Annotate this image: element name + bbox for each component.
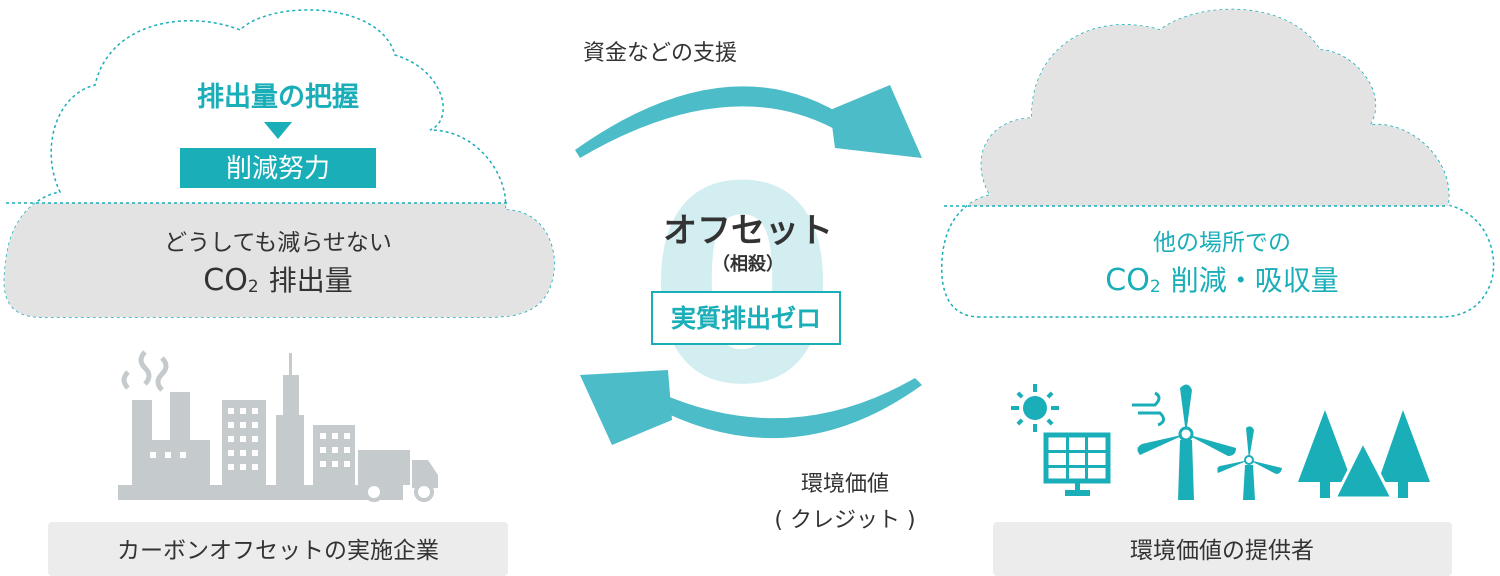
forest-icon bbox=[1298, 410, 1430, 500]
wind-turbine-small-icon bbox=[1217, 426, 1282, 500]
down-triangle-icon bbox=[264, 122, 292, 139]
bottom-arrow bbox=[580, 370, 922, 445]
reduction-effort-box bbox=[180, 148, 376, 188]
unavoidable-text: どうしても減らせない bbox=[164, 230, 392, 256]
top-arrow bbox=[575, 85, 922, 158]
right-cloud bbox=[940, 8, 1495, 318]
big-zero: 0 bbox=[648, 129, 836, 444]
wind-icon bbox=[1132, 391, 1165, 427]
net-zero-box bbox=[651, 291, 841, 345]
funding-support-label: 資金などの支援 bbox=[583, 41, 737, 66]
provider-label-box bbox=[993, 522, 1452, 576]
sun-icon bbox=[1011, 384, 1059, 432]
left-cloud bbox=[3, 9, 555, 318]
provider-label: 環境価値の提供者 bbox=[1130, 538, 1314, 564]
building-windows bbox=[150, 408, 350, 470]
offset-subtitle: （相殺） bbox=[712, 253, 784, 275]
offset-title: オフセット bbox=[663, 211, 833, 251]
reduction-effort-label: 削減努力 bbox=[226, 154, 330, 184]
company-label-box bbox=[48, 522, 508, 576]
solar-panel-icon bbox=[1043, 432, 1111, 496]
credit-label: ( クレジット ) bbox=[774, 508, 915, 533]
company-label: カーボンオフセットの実施企業 bbox=[117, 538, 439, 564]
environmental-value-label: 環境価値 bbox=[801, 472, 889, 497]
net-zero-label: 実質排出ゼロ bbox=[671, 304, 821, 333]
wind-turbine-large-icon bbox=[1137, 384, 1236, 500]
other-place-text: 他の場所での bbox=[1153, 230, 1291, 256]
factory-city-icon bbox=[118, 350, 438, 502]
measure-emissions-label: 排出量の把握 bbox=[197, 82, 359, 113]
